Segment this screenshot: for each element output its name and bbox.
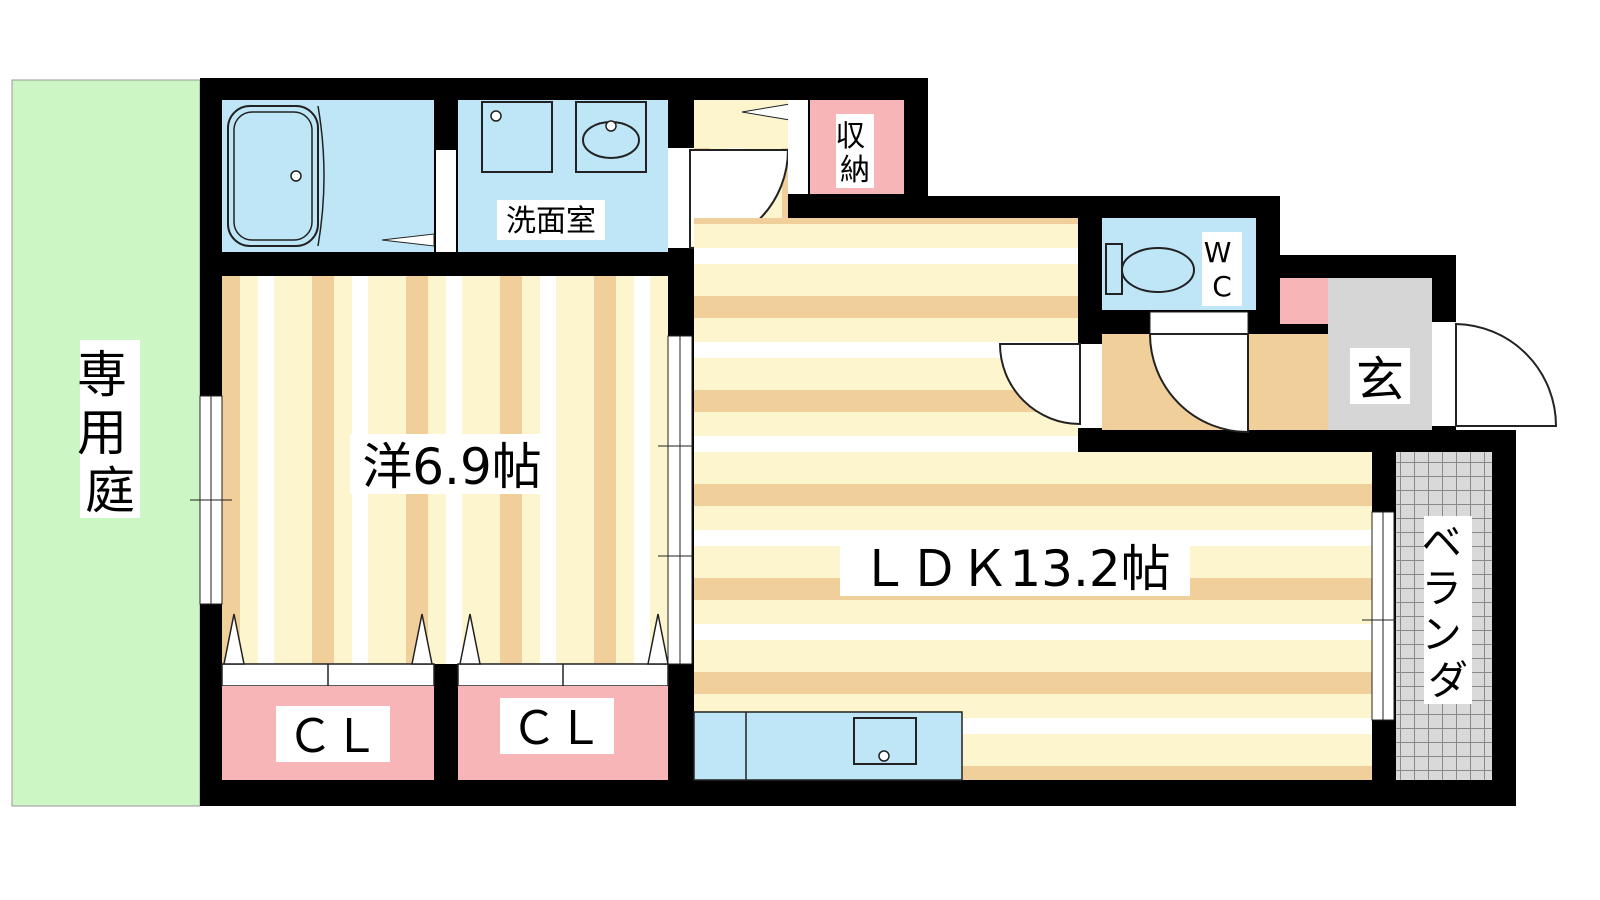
balcony: ベ ラ ン ダ (1396, 452, 1492, 780)
balcony-char-3: ン (1422, 612, 1462, 658)
garden-label: 専 用 庭 (77, 346, 143, 520)
garden-char-1: 専 (77, 346, 127, 404)
balcony-char-1: ベ (1422, 520, 1462, 566)
hallway (998, 311, 1328, 434)
closet-1: ＣＬ (221, 613, 435, 780)
balcony-char-4: ダ (1428, 658, 1468, 704)
garden-char-2: 用 (77, 404, 127, 462)
storage-char-1: 収 (835, 119, 865, 154)
washroom: 洗面室 (436, 100, 668, 252)
western-room: 洋6.9帖 (190, 276, 702, 665)
wc-label: W C (1204, 236, 1241, 303)
washroom-label: 洗面室 (506, 204, 596, 239)
balcony-char-2: ラ (1422, 566, 1462, 612)
western-room-label: 洋6.9帖 (362, 438, 542, 496)
entrance: 玄 (1280, 278, 1558, 430)
closet-1-label: ＣＬ (287, 709, 379, 763)
entrance-label: 玄 (1356, 352, 1404, 408)
wc: W C (1102, 218, 1256, 310)
garden-char-3: 庭 (85, 462, 135, 520)
wc-char-1: W (1204, 236, 1232, 269)
storage-label: 収 納 (835, 119, 875, 188)
ldk: ＬＤＫ13.2帖 (693, 218, 1404, 781)
bathroom (222, 100, 435, 252)
garden: 専 用 庭 (11, 79, 201, 807)
ldk-label: ＬＤＫ13.2帖 (859, 540, 1170, 598)
storage-char-2: 納 (840, 153, 870, 188)
closet-2-label: ＣＬ (511, 701, 603, 755)
balcony-label: ベ ラ ン ダ (1422, 520, 1475, 704)
closet-2: ＣＬ (457, 613, 669, 780)
storage: 収 納 (810, 100, 904, 194)
wc-char-2: C (1212, 270, 1232, 303)
